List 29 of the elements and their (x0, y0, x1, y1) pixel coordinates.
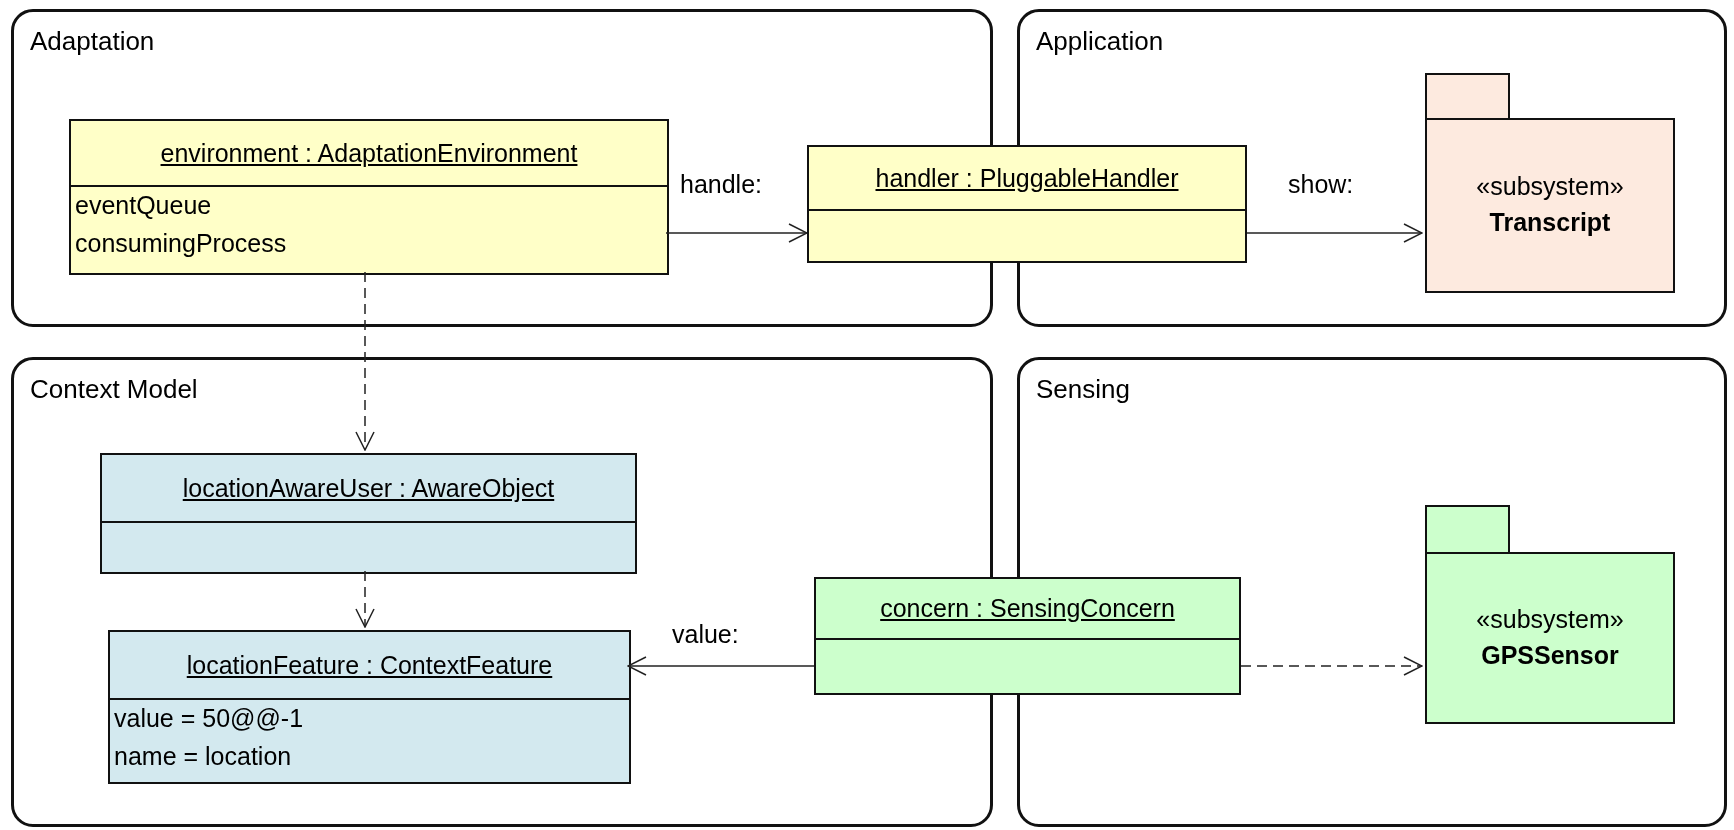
object-name: environment : AdaptationEnvironment (160, 138, 578, 168)
package-panel (11, 357, 993, 827)
arrow (627, 656, 815, 676)
arrow (1246, 223, 1423, 243)
panel-title: Sensing (1036, 374, 1130, 405)
object-box (69, 119, 669, 275)
object-name: locationFeature : ContextFeature (186, 650, 553, 680)
panel-title: Application (1036, 26, 1164, 57)
object-name: concern : SensingConcern (880, 594, 1175, 623)
arrow (1240, 656, 1423, 676)
object-box (807, 145, 1247, 263)
attribute-text: eventQueue (75, 191, 212, 220)
panel-title: Context Model (30, 374, 198, 405)
object-box (100, 453, 637, 574)
subsystem-name: GPSSensor (1480, 640, 1620, 670)
attribute-text: name = location (114, 742, 292, 771)
attribute-text: value = 50@@-1 (114, 704, 304, 733)
stereotype-text: «subsystem» (1475, 172, 1625, 201)
object-name: handler : PluggableHandler (875, 163, 1179, 193)
attribute-text: consumingProcess (75, 229, 287, 258)
arrow (355, 271, 375, 451)
panel-title: Adaptation (30, 26, 155, 57)
stereotype-text: «subsystem» (1475, 604, 1625, 634)
object-box (108, 630, 631, 784)
arrow (665, 223, 808, 243)
subsystem-name: Transcript (1488, 208, 1612, 237)
object-box (814, 577, 1241, 695)
object-name: locationAwareUser : AwareObject (182, 473, 555, 503)
arrow (355, 570, 375, 628)
